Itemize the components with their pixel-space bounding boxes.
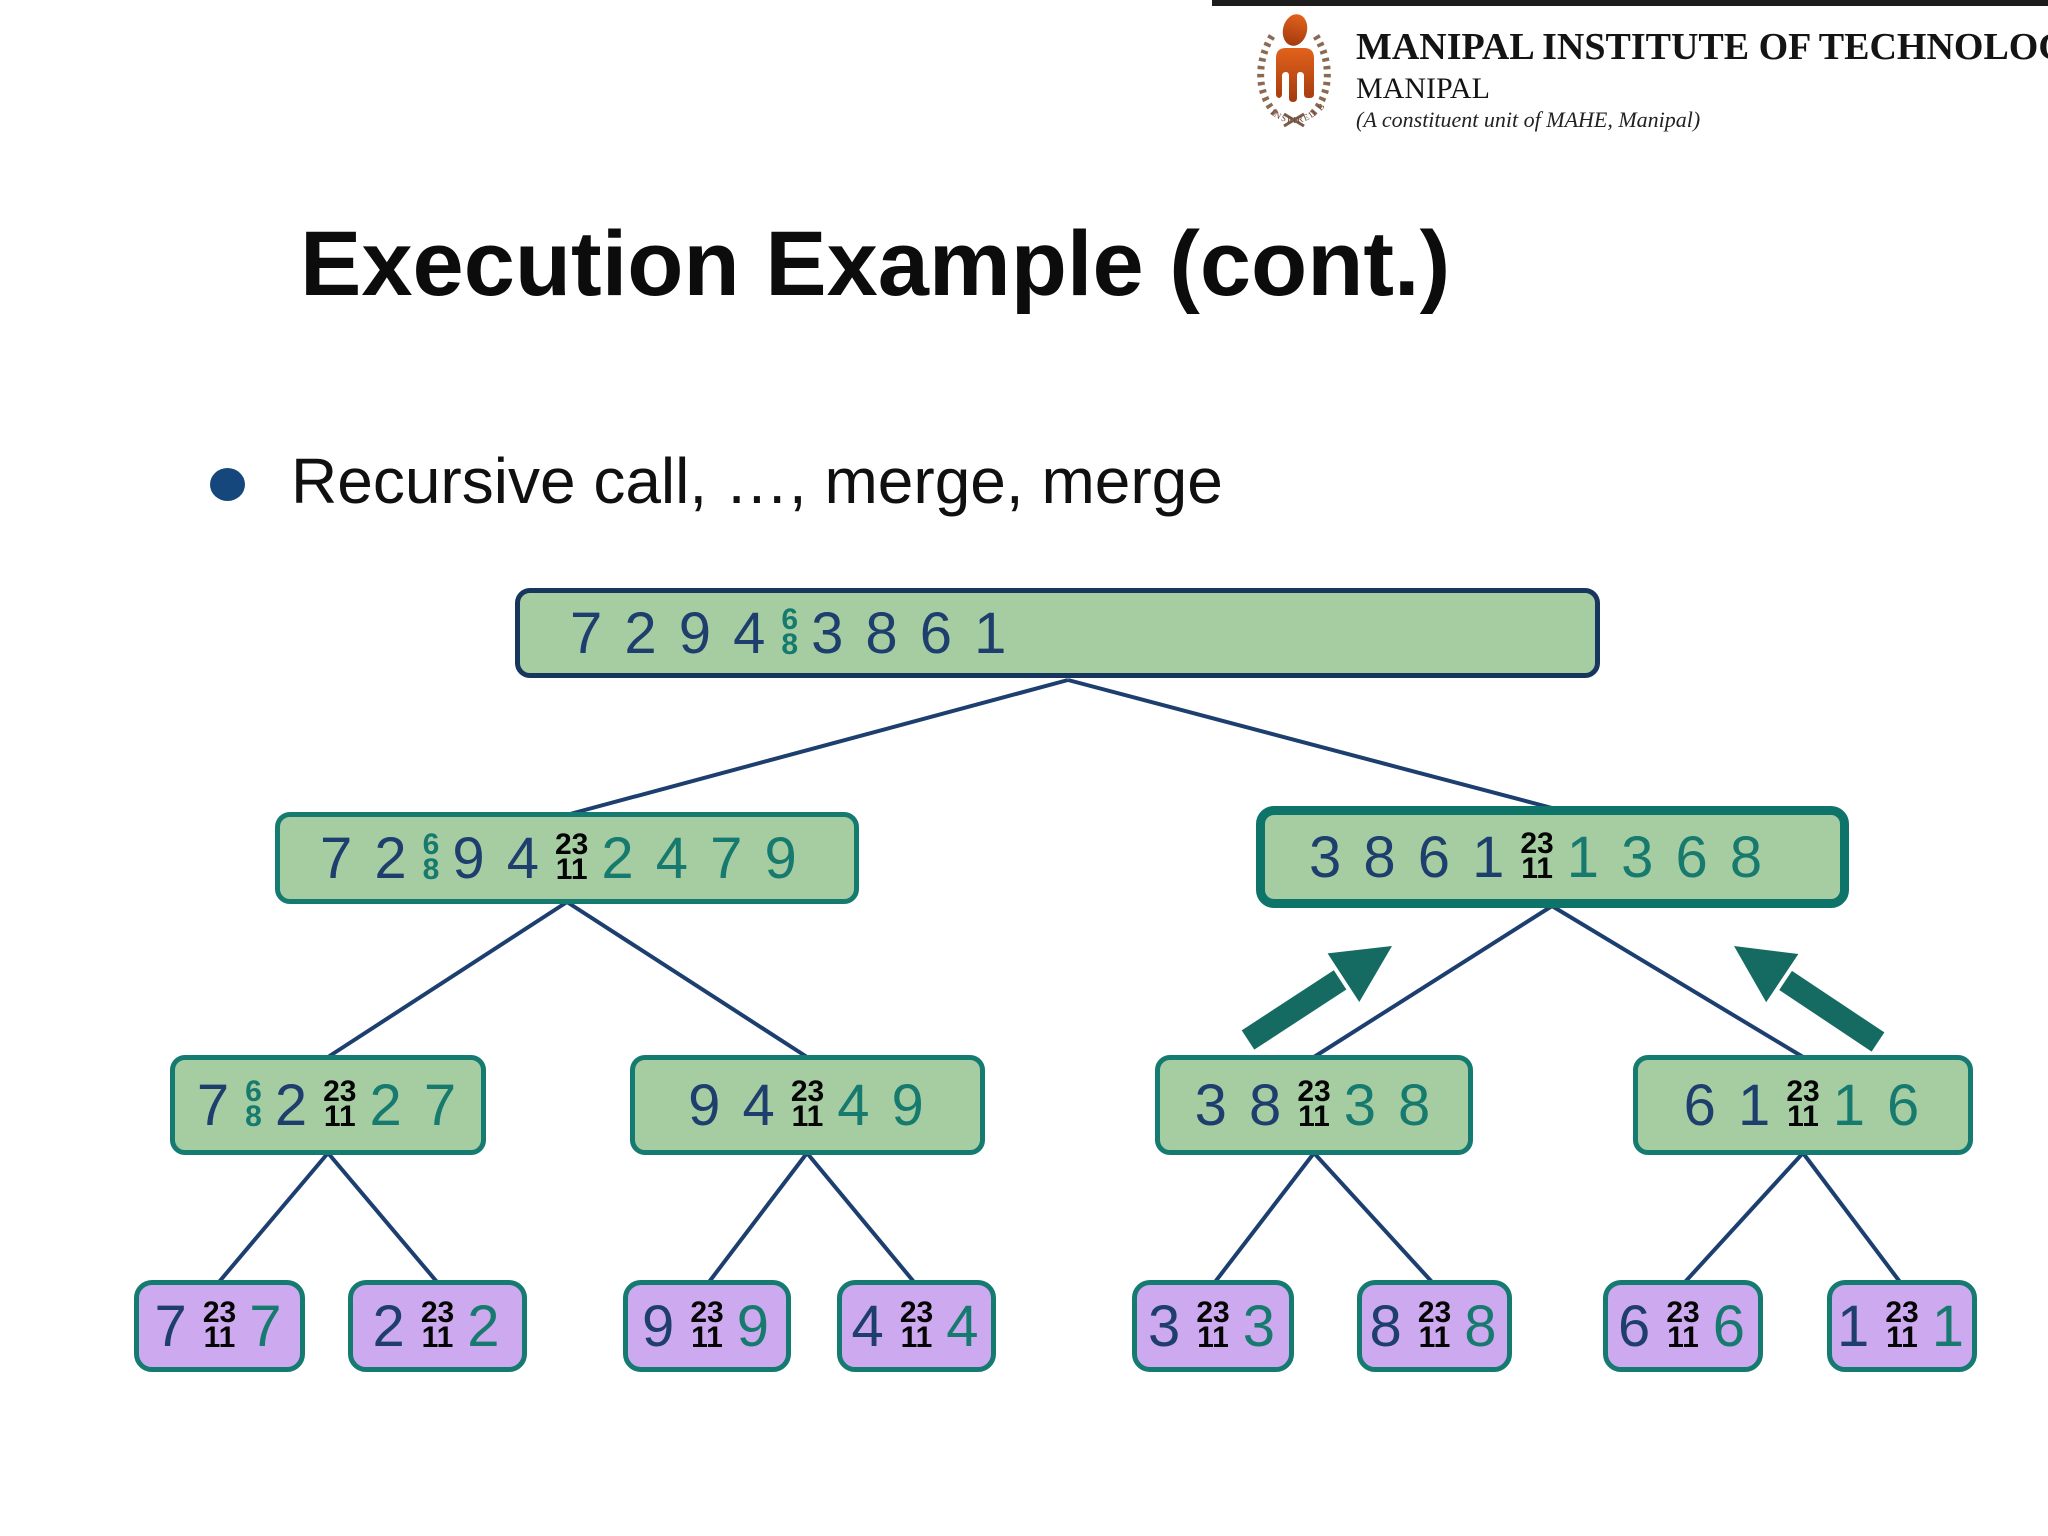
digits-token: 9 <box>736 1293 772 1359</box>
digits-token: 1 <box>1837 1293 1873 1359</box>
digits-token: 7 <box>249 1293 285 1359</box>
digits-token: 6 <box>1618 1293 1654 1359</box>
digits-token: 9 4 <box>688 1072 778 1138</box>
digits-token: 9 <box>642 1293 678 1359</box>
digits-token: 1 6 <box>1832 1072 1923 1138</box>
figure-body <box>1276 48 1314 102</box>
digits-token: 3 <box>1242 1293 1278 1359</box>
bullet-text: Recursive call, …, merge, merge <box>291 445 1223 517</box>
digits-token: 4 <box>851 1293 887 1359</box>
logo-subtitle: (A constituent unit of MAHE, Manipal) <box>1356 107 1701 133</box>
logo-top-border <box>1212 0 2048 6</box>
digits-token: 7 2 9 4 <box>570 600 769 666</box>
digits-token: 3 8 <box>1194 1072 1285 1138</box>
digits-token: 2 <box>372 1293 408 1359</box>
tree-edge <box>326 1151 439 1284</box>
tree-edge <box>707 1151 809 1284</box>
wreath-stems <box>1283 112 1305 128</box>
digits-token: 3 <box>1148 1293 1184 1359</box>
digits-token: 2 <box>274 1072 311 1138</box>
digits-token: 3 8 <box>1343 1072 1434 1138</box>
merge-arrow-head <box>1327 946 1392 1002</box>
digits-token: 2 4 7 9 <box>601 825 800 891</box>
digits-token: 8 <box>1369 1293 1405 1359</box>
figure-head <box>1282 14 1308 46</box>
tree-edge <box>217 1151 330 1284</box>
tree-edge <box>565 900 809 1059</box>
merge-arrow-shaft <box>1241 970 1347 1050</box>
digits-token: 2 7 <box>369 1072 460 1138</box>
tree-edge <box>805 1151 916 1284</box>
manipal-emblem-icon: INSPIRED BY LIFE <box>1248 10 1331 128</box>
digits-token: 7 2 <box>320 825 410 891</box>
tree-edge <box>326 900 569 1059</box>
tree-edge <box>1312 1151 1434 1284</box>
tree-edge <box>1683 1151 1805 1284</box>
digits-token: 2 <box>467 1293 503 1359</box>
digits-token: 8 <box>1464 1293 1500 1359</box>
merge-arrow-shaft <box>1779 970 1885 1052</box>
digits-token: 4 <box>946 1293 982 1359</box>
digits-token: 9 4 <box>452 825 542 891</box>
digits-token: 6 1 <box>1683 1072 1774 1138</box>
tree-edge <box>1801 1151 1902 1284</box>
logo-institute-name: MANIPAL INSTITUTE OF TECHNOLOGY <box>1356 26 2048 68</box>
digits-token: 1 <box>1931 1293 1967 1359</box>
digits-token: 3 8 6 1 <box>811 600 1010 666</box>
logo-text: MANIPAL INSTITUTE OF TECHNOLOGY MANIPAL … <box>1356 26 2048 133</box>
wreath-right <box>1307 34 1331 119</box>
tree-edge <box>1067 678 1553 810</box>
institute-logo: INSPIRED BY LIFE MANIPAL INSTITUTE OF TE… <box>1248 10 2048 142</box>
digits-token: 7 <box>154 1293 190 1359</box>
page-title: Execution Example (cont.) <box>300 213 1451 315</box>
digits-token: 3 8 6 1 <box>1309 824 1508 890</box>
digits-token: 4 9 <box>837 1072 927 1138</box>
digits-token: 1 3 6 8 <box>1566 824 1766 890</box>
tree-edge <box>1550 904 1805 1059</box>
tree-edge <box>1312 904 1554 1059</box>
tree-edge <box>569 678 1069 816</box>
wreath-left <box>1257 34 1281 119</box>
tree-edge <box>1213 1151 1316 1284</box>
merge-arrow-head <box>1734 946 1799 1003</box>
digits-token: 7 <box>196 1072 233 1138</box>
digits-token: 6 <box>1712 1293 1748 1359</box>
logo-city: MANIPAL <box>1356 71 1490 105</box>
bullet-icon <box>210 467 245 501</box>
bullet-item: Recursive call, …, merge, merge <box>210 444 1223 518</box>
